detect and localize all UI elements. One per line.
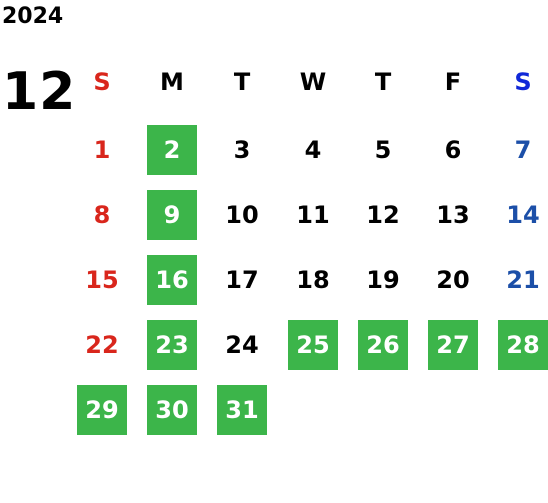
calendar-day[interactable]: 10 <box>225 201 259 229</box>
weekday-tuesday: T <box>233 68 251 96</box>
calendar-day-highlighted[interactable]: 23 <box>147 320 197 370</box>
calendar-day[interactable]: 12 <box>366 201 400 229</box>
calendar-day[interactable]: 7 <box>514 136 532 164</box>
weekday-sunday: S <box>93 68 111 96</box>
weekday-saturday: S <box>514 68 532 96</box>
calendar-day[interactable]: 8 <box>93 201 111 229</box>
calendar-day[interactable]: 5 <box>374 136 392 164</box>
calendar-day-highlighted[interactable]: 27 <box>428 320 478 370</box>
calendar-day[interactable]: 15 <box>85 266 119 294</box>
calendar-day[interactable]: 18 <box>296 266 330 294</box>
calendar-day[interactable]: 21 <box>506 266 540 294</box>
calendar-month: 12 <box>2 62 77 122</box>
calendar-day[interactable]: 22 <box>85 331 119 359</box>
calendar-year: 2024 <box>2 4 64 29</box>
calendar-day-highlighted[interactable]: 30 <box>147 385 197 435</box>
calendar-day[interactable]: 14 <box>506 201 540 229</box>
weekday-monday: M <box>160 68 184 96</box>
calendar-day[interactable]: 20 <box>436 266 470 294</box>
calendar-day[interactable]: 19 <box>366 266 400 294</box>
weekday-friday: F <box>444 68 462 96</box>
calendar-day[interactable]: 17 <box>225 266 259 294</box>
calendar-day[interactable]: 3 <box>233 136 251 164</box>
calendar-day[interactable]: 1 <box>93 136 111 164</box>
calendar-day-highlighted[interactable]: 16 <box>147 255 197 305</box>
weekday-thursday: T <box>374 68 392 96</box>
calendar-day[interactable]: 6 <box>444 136 462 164</box>
calendar-day[interactable]: 13 <box>436 201 470 229</box>
calendar-day-highlighted[interactable]: 9 <box>147 190 197 240</box>
calendar-day[interactable]: 24 <box>225 331 259 359</box>
calendar-day[interactable]: 4 <box>304 136 322 164</box>
calendar-day[interactable]: 11 <box>296 201 330 229</box>
calendar-day-highlighted[interactable]: 25 <box>288 320 338 370</box>
calendar-day-highlighted[interactable]: 29 <box>77 385 127 435</box>
calendar-day-highlighted[interactable]: 2 <box>147 125 197 175</box>
weekday-header-row: S M T W T F S <box>0 62 548 102</box>
calendar-day-highlighted[interactable]: 26 <box>358 320 408 370</box>
calendar-day-highlighted[interactable]: 31 <box>217 385 267 435</box>
calendar-day-highlighted[interactable]: 28 <box>498 320 548 370</box>
weekday-wednesday: W <box>299 68 327 96</box>
